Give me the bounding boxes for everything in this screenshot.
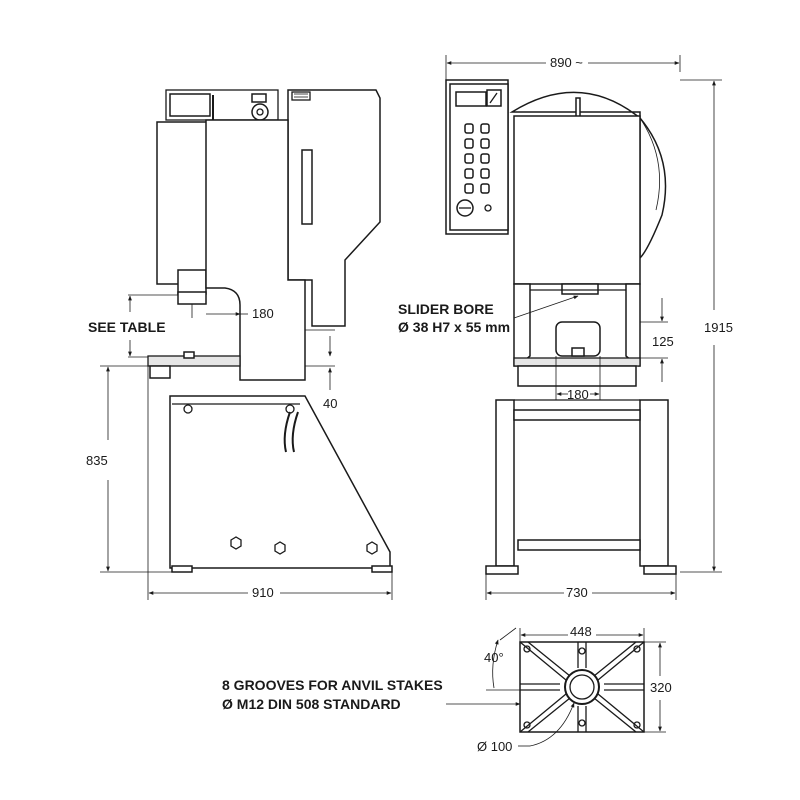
- control-button: [480, 183, 490, 194]
- dim-125: 125: [652, 334, 674, 349]
- dim-diameter-100: Ø 100: [477, 739, 512, 754]
- hole-icon: [578, 719, 586, 727]
- front-view: [445, 79, 677, 575]
- pulley-icon: [251, 103, 269, 121]
- control-button: [464, 183, 474, 194]
- hole-icon: [578, 647, 586, 655]
- dim-180-side: 180: [252, 306, 274, 321]
- nut-icon: [366, 541, 378, 555]
- control-button: [480, 153, 490, 164]
- control-button: [464, 168, 474, 179]
- table-plan-dimensions: 448 320 40° 8 GROOVES FOR ANVIL STAKES Ø…: [222, 624, 672, 754]
- dim-730: 730: [566, 585, 588, 600]
- dim-910: 910: [252, 585, 274, 600]
- see-table-label: SEE TABLE: [88, 319, 166, 335]
- hole-icon: [633, 721, 641, 729]
- dim-890: 890 ~: [550, 55, 583, 70]
- side-view-dimensions: SEE TABLE 180 40 835 910: [86, 294, 393, 600]
- hole-icon: [523, 721, 531, 729]
- control-button: [464, 123, 474, 134]
- grooves-label-1: 8 GROOVES FOR ANVIL STAKES: [222, 677, 443, 693]
- control-button: [480, 138, 490, 149]
- table-plan-view: [519, 641, 645, 733]
- side-view: [147, 89, 393, 573]
- control-buttons: [464, 123, 490, 194]
- hole-icon: [633, 645, 641, 653]
- bolt-icon: [183, 404, 193, 414]
- hole-icon: [523, 645, 531, 653]
- dim-835: 835: [86, 453, 108, 468]
- dim-40-degrees: 40°: [484, 650, 504, 665]
- grooves-label-2: Ø M12 DIN 508 STANDARD: [222, 696, 401, 712]
- display-screen: [455, 91, 487, 107]
- control-button: [480, 168, 490, 179]
- front-view-dimensions: 890 ~ 1915 SLIDER BORE Ø 38 H7 x 55 mm 1…: [398, 55, 733, 600]
- control-button: [464, 153, 474, 164]
- nut-icon: [274, 541, 286, 555]
- dim-1915: 1915: [704, 320, 733, 335]
- slider-bore-label-2: Ø 38 H7 x 55 mm: [398, 319, 510, 335]
- dim-180-front: 180: [567, 387, 589, 402]
- dim-320: 320: [650, 680, 672, 695]
- indicator-light-icon: [484, 204, 492, 212]
- control-button: [480, 123, 490, 134]
- nut-icon: [230, 536, 242, 550]
- slider-bore-label-1: SLIDER BORE: [398, 301, 494, 317]
- control-button: [464, 138, 474, 149]
- dim-448: 448: [570, 624, 592, 639]
- dim-40: 40: [323, 396, 337, 411]
